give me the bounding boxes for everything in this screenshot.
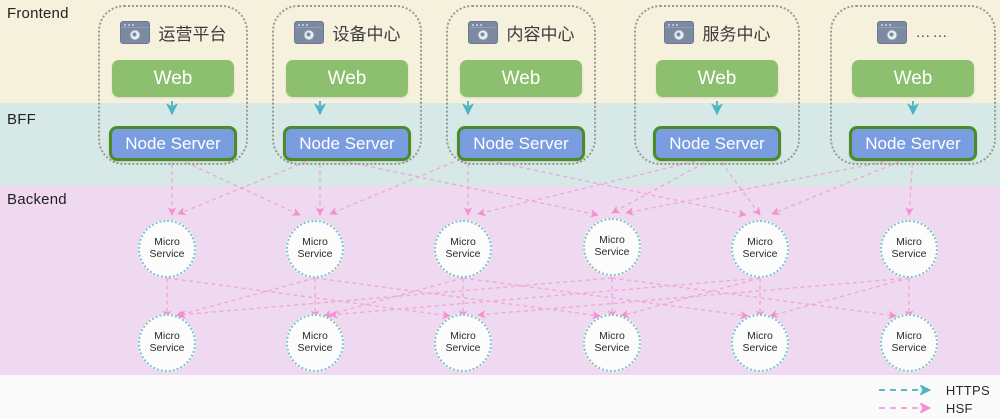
- node-server-node[interactable]: Node Server: [457, 126, 585, 161]
- app-column-content[interactable]: 内容中心 Web Node Server: [448, 7, 594, 163]
- browser-icon: [467, 20, 498, 44]
- node-server-node[interactable]: Node Server: [109, 126, 237, 161]
- app-column-title: ……: [915, 23, 950, 41]
- microservice-node[interactable]: Micro Service: [138, 220, 196, 278]
- app-column-title: 设备中心: [332, 24, 401, 44]
- legend: HTTPS HSF: [878, 381, 990, 417]
- band-label-backend: Backend: [7, 191, 67, 208]
- microservice-label-line1: Micro: [747, 330, 773, 343]
- node-server-node[interactable]: Node Server: [849, 126, 977, 161]
- microservice-label-line2: Service: [891, 342, 927, 354]
- web-node[interactable]: Web: [852, 60, 974, 97]
- microservice-label-line1: Micro: [896, 236, 922, 249]
- microservice-label-line1: Micro: [450, 236, 476, 249]
- app-column: …… Web Node Server: [830, 5, 996, 165]
- microservice-label-line1: Micro: [450, 330, 476, 343]
- microservice-label-line2: Service: [297, 342, 333, 354]
- browser-icon: [876, 20, 907, 44]
- microservice-label-line1: Micro: [154, 236, 180, 249]
- legend-line-hsf: [878, 403, 932, 413]
- browser-icon: [663, 20, 694, 44]
- web-node[interactable]: Web: [460, 60, 582, 97]
- microservice-label-line2: Service: [742, 248, 778, 260]
- app-column: 运营平台 Web Node Server: [98, 5, 248, 165]
- band-legend-background: [0, 375, 1000, 419]
- microservice-node[interactable]: Micro Service: [434, 314, 492, 372]
- legend-label-https: HTTPS: [945, 382, 990, 398]
- microservice-label-line2: Service: [445, 248, 481, 260]
- microservice-label-line1: Micro: [896, 330, 922, 343]
- microservice-label-line2: Service: [594, 342, 630, 354]
- microservice-node[interactable]: Micro Service: [434, 220, 492, 278]
- app-column-title: 服务中心: [702, 24, 771, 44]
- microservice-node[interactable]: Micro Service: [286, 220, 344, 278]
- microservice-label-line1: Micro: [154, 330, 180, 343]
- microservice-label-line2: Service: [445, 342, 481, 354]
- browser-icon: [119, 20, 150, 44]
- microservice-label-line1: Micro: [599, 234, 625, 247]
- app-column-header: 服务中心: [636, 19, 798, 45]
- app-column-content[interactable]: 运营平台 Web Node Server: [100, 7, 246, 163]
- legend-line-https: [878, 385, 932, 395]
- app-column-header: 设备中心: [274, 19, 420, 45]
- microservice-node[interactable]: Micro Service: [583, 218, 641, 276]
- app-column: 服务中心 Web Node Server: [634, 5, 800, 165]
- microservice-label-line1: Micro: [599, 330, 625, 343]
- microservice-label-line2: Service: [149, 248, 185, 260]
- microservice-label-line2: Service: [297, 248, 333, 260]
- band-label-frontend: Frontend: [7, 5, 69, 22]
- app-column: 设备中心 Web Node Server: [272, 5, 422, 165]
- app-column-title: 内容中心: [506, 24, 575, 44]
- microservice-label-line2: Service: [149, 342, 185, 354]
- microservice-label-line2: Service: [891, 248, 927, 260]
- microservice-node[interactable]: Micro Service: [880, 220, 938, 278]
- node-server-node[interactable]: Node Server: [283, 126, 411, 161]
- microservice-node[interactable]: Micro Service: [138, 314, 196, 372]
- app-column-header: 内容中心: [448, 19, 594, 45]
- web-node[interactable]: Web: [656, 60, 778, 97]
- microservice-node[interactable]: Micro Service: [731, 220, 789, 278]
- microservice-label-line2: Service: [594, 246, 630, 258]
- microservice-node[interactable]: Micro Service: [731, 314, 789, 372]
- band-label-bff: BFF: [7, 111, 36, 128]
- microservice-label-line1: Micro: [747, 236, 773, 249]
- app-column-header: ……: [832, 19, 994, 45]
- app-column-content[interactable]: …… Web Node Server: [832, 7, 994, 163]
- app-column-content[interactable]: 设备中心 Web Node Server: [274, 7, 420, 163]
- microservice-node[interactable]: Micro Service: [583, 314, 641, 372]
- app-column: 内容中心 Web Node Server: [446, 5, 596, 165]
- app-column-title: 运营平台: [158, 24, 227, 44]
- browser-icon: [293, 20, 324, 44]
- microservice-label-line1: Micro: [302, 236, 328, 249]
- microservice-label-line2: Service: [742, 342, 778, 354]
- app-column-content[interactable]: 服务中心 Web Node Server: [636, 7, 798, 163]
- node-server-node[interactable]: Node Server: [653, 126, 781, 161]
- legend-label-hsf: HSF: [945, 400, 973, 416]
- web-node[interactable]: Web: [286, 60, 408, 97]
- microservice-node[interactable]: Micro Service: [286, 314, 344, 372]
- app-column-header: 运营平台: [100, 19, 246, 45]
- legend-item-hsf: HSF: [878, 399, 990, 417]
- legend-item-https: HTTPS: [878, 381, 990, 399]
- microservice-label-line1: Micro: [302, 330, 328, 343]
- microservice-node[interactable]: Micro Service: [880, 314, 938, 372]
- web-node[interactable]: Web: [112, 60, 234, 97]
